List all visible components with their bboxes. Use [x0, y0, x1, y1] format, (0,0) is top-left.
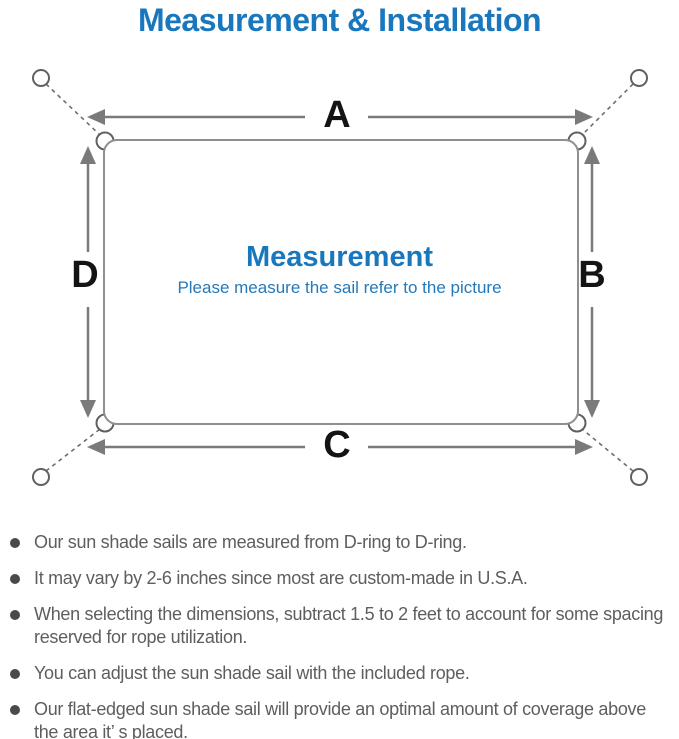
note-text: Our flat-edged sun shade sail will provi… — [34, 699, 646, 739]
dimension-label-a: A — [323, 94, 351, 136]
dimension-arrows — [80, 109, 600, 455]
bullet-dot-icon — [10, 705, 20, 715]
dimension-label-d: D — [71, 254, 99, 296]
list-item: Our flat-edged sun shade sail will provi… — [8, 698, 668, 739]
anchor-point-icons — [32, 69, 648, 486]
note-text: You can adjust the sun shade sail with t… — [34, 663, 470, 683]
list-item: When selecting the dimensions, subtract … — [8, 603, 668, 649]
list-item: Our sun shade sails are measured from D-… — [8, 531, 668, 554]
bullet-dot-icon — [10, 669, 20, 679]
note-text: When selecting the dimensions, subtract … — [34, 604, 664, 647]
corner-rope-lines — [45, 83, 634, 472]
sail-outline — [103, 139, 579, 425]
list-item: You can adjust the sun shade sail with t… — [8, 662, 668, 685]
bullet-dot-icon — [10, 574, 20, 584]
sail-caption-title: Measurement — [246, 241, 433, 273]
list-item: It may vary by 2-6 inches since most are… — [8, 567, 668, 590]
bullet-dot-icon — [10, 538, 20, 548]
page-title: Measurement & Installation — [137, 2, 542, 38]
note-text: Our sun shade sails are measured from D-… — [34, 532, 467, 552]
dimension-label-b: B — [578, 254, 606, 296]
dimension-label-c: C — [323, 424, 351, 466]
measurement-notes-list: Our sun shade sails are measured from D-… — [8, 531, 668, 739]
sail-caption-subtitle: Please measure the sail refer to the pic… — [177, 278, 502, 297]
bullet-dot-icon — [10, 610, 20, 620]
sail-center-caption: Measurement Please measure the sail refe… — [0, 241, 679, 298]
note-text: It may vary by 2-6 inches since most are… — [34, 568, 528, 588]
sail-measurement-diagram — [32, 69, 648, 486]
